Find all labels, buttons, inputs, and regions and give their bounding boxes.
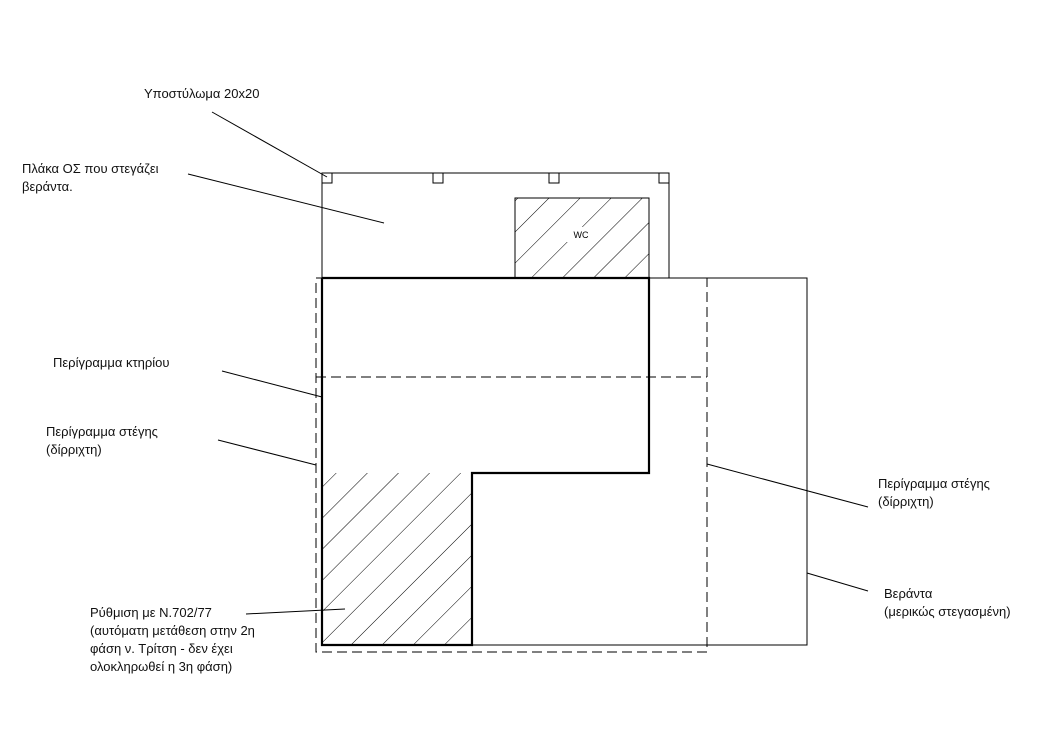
roof-outline-right-label: Περίγραμμα στέγης (δίρριχτη) [878, 476, 990, 509]
roof-outline-left-label: Περίγραμμα στέγης (δίρριχτη) [46, 424, 158, 457]
slab-leader [187, 173, 385, 224]
veranda-label: Βεράντα (μερικώς στεγασμένη) [884, 586, 1011, 619]
roof-outline-right-leader [706, 463, 869, 508]
building-outline-leader [221, 370, 323, 398]
wc-label: WC [574, 230, 589, 240]
veranda-leader [806, 572, 869, 592]
column-4 [658, 172, 670, 184]
building-outline-label: Περίγραμμα κτηρίου [53, 355, 170, 370]
roof-outline-left-leader [217, 439, 317, 466]
column-leader [211, 111, 328, 178]
regulation-leader [245, 608, 346, 615]
slab-label: Πλάκα ΟΣ που στεγάζει βεράντα. [22, 161, 159, 194]
column-1 [321, 172, 333, 184]
column-3 [548, 172, 560, 184]
regulation-label: Ρύθμιση με Ν.702/77 (αυτόματη μετάθεση σ… [90, 605, 255, 674]
regulation-area [322, 473, 472, 645]
wc-label-bg [567, 227, 595, 242]
column-label: Υποστύλωμα 20x20 [144, 86, 260, 101]
column-2 [432, 172, 444, 184]
